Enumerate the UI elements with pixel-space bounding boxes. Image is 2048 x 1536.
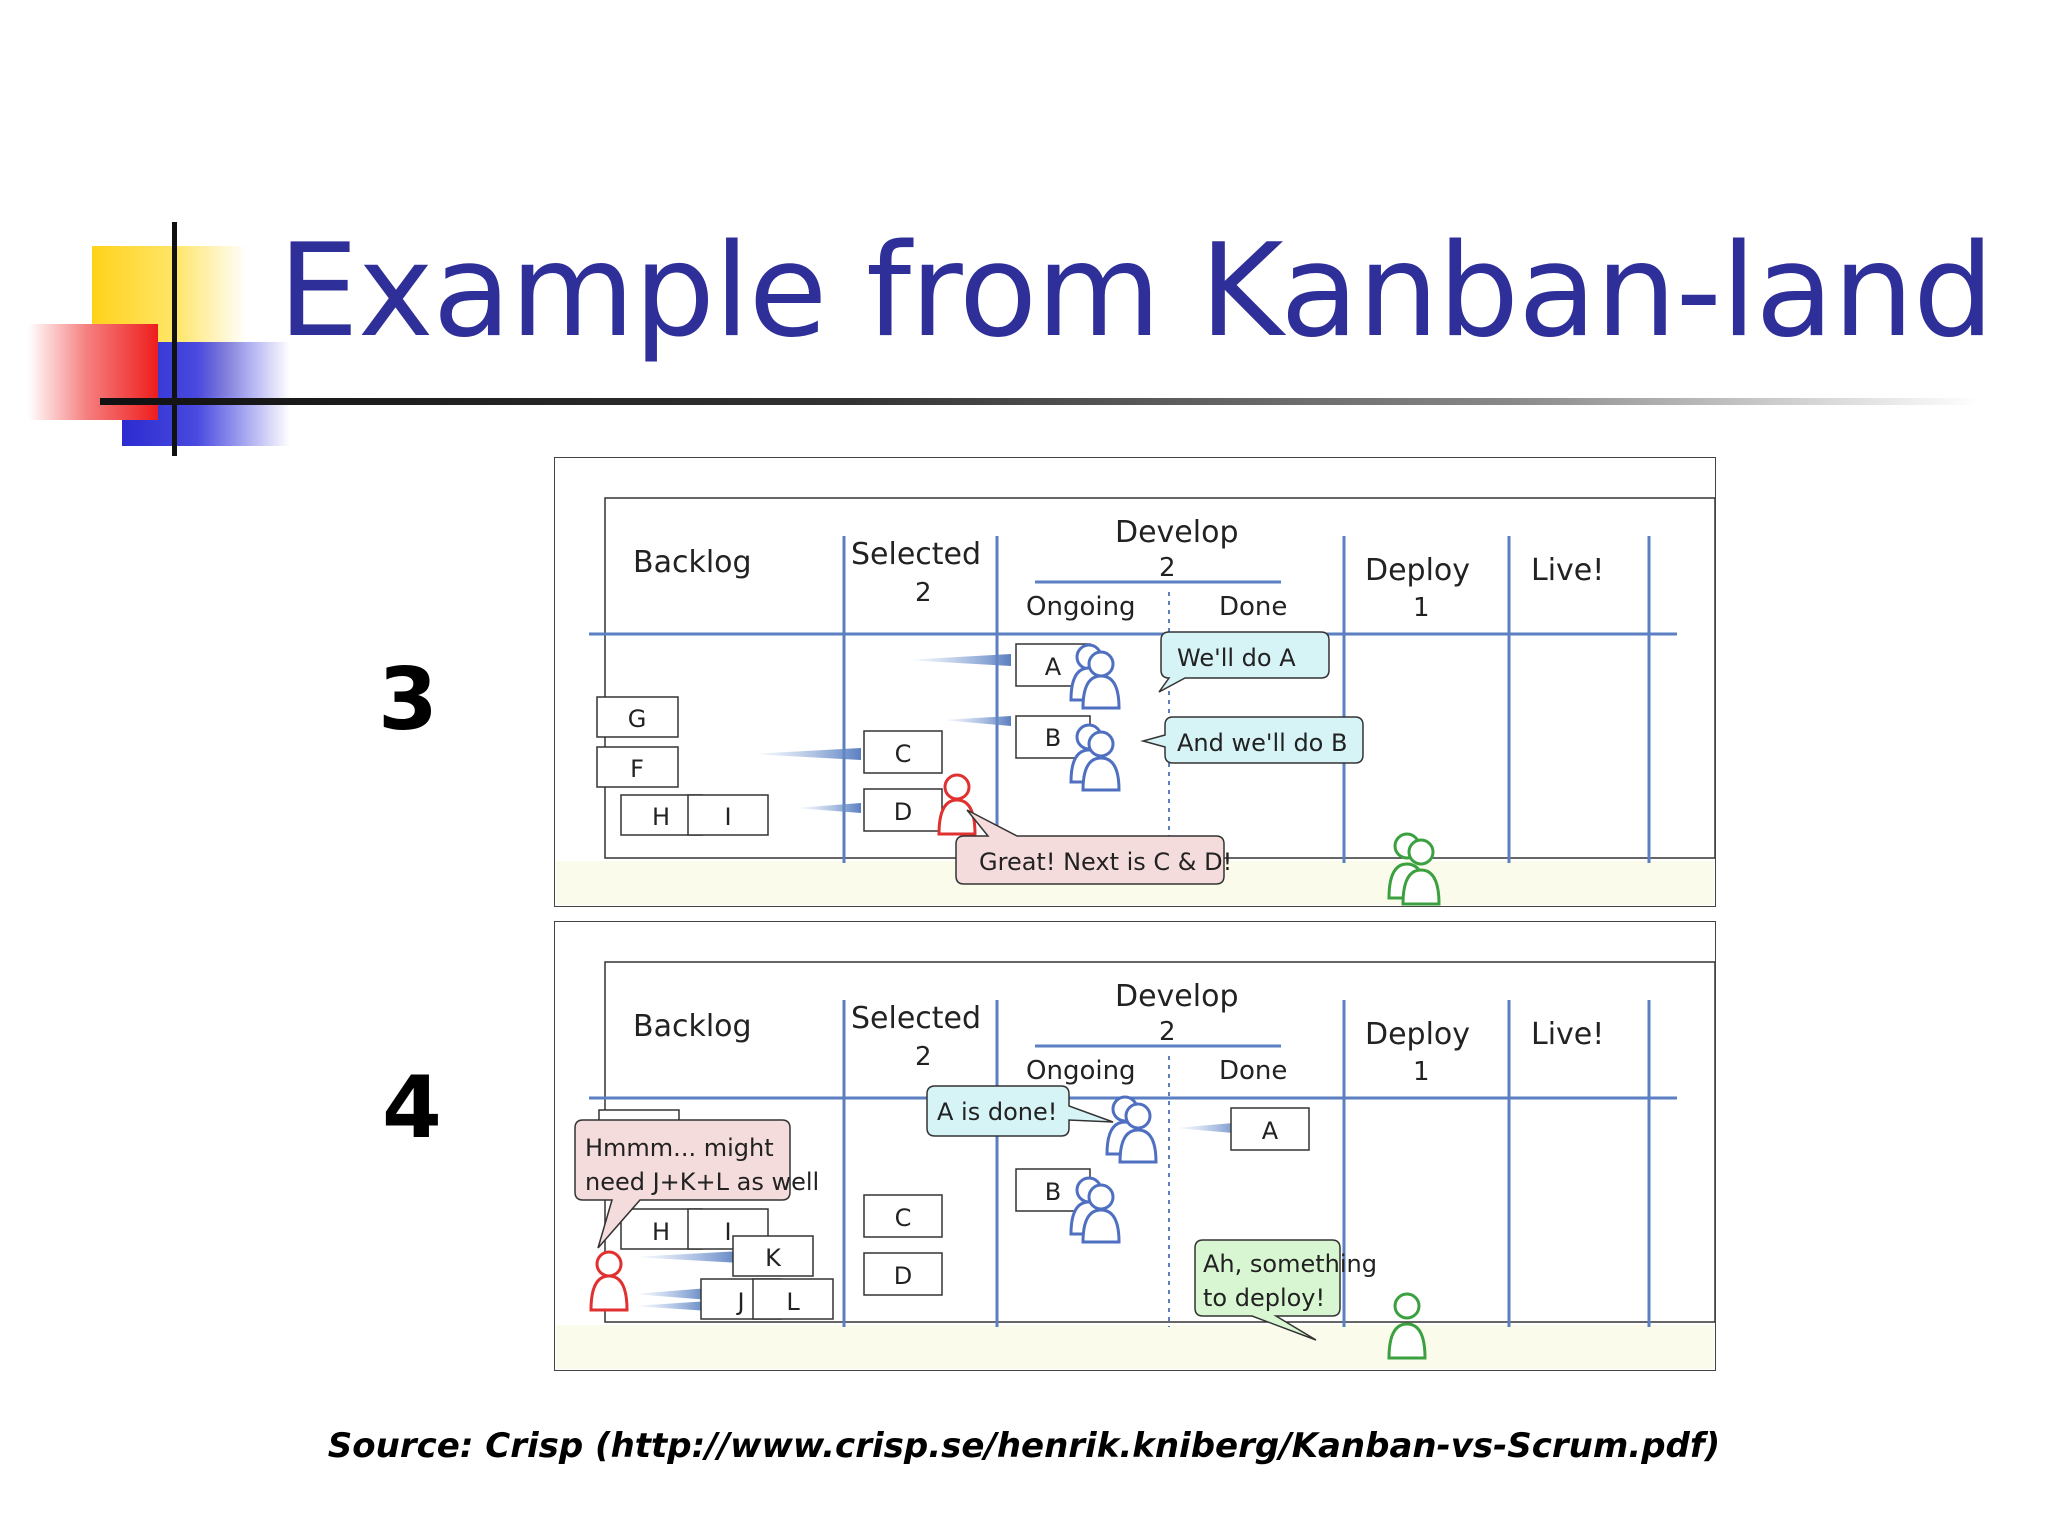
svg-text:B: B	[1045, 1178, 1061, 1206]
col-done: Done	[1219, 592, 1287, 622]
svg-text:Hmmm... might: Hmmm... might	[585, 1134, 774, 1162]
card-i: I	[687, 794, 769, 836]
card-d: D	[863, 1252, 943, 1296]
svg-text:to deploy!: to deploy!	[1203, 1284, 1325, 1312]
kanban-step-4-frame: Backlog Selected 2 Develop 2 Ongoing Don…	[554, 921, 1716, 1371]
col-live: Live!	[1531, 1017, 1604, 1052]
ops-person-icon	[1387, 1292, 1427, 1360]
col-selected-limit: 2	[915, 1042, 932, 1072]
svg-text:Great! Next is C & D!: Great! Next is C & D!	[979, 848, 1232, 876]
kanban-board-step-4: Backlog Selected 2 Develop 2 Ongoing Don…	[556, 961, 1715, 1369]
page-title: Example from Kanban-land	[278, 217, 1994, 366]
svg-text:I: I	[724, 1218, 731, 1246]
product-owner-icon	[589, 1250, 629, 1312]
svg-text:L: L	[786, 1288, 800, 1316]
svg-text:I: I	[724, 803, 731, 831]
col-develop: Develop	[1115, 979, 1239, 1014]
svg-text:D: D	[894, 1262, 912, 1290]
card-b: B	[1015, 715, 1091, 759]
team-b-people-icon	[1069, 1176, 1121, 1244]
card-g: G	[596, 696, 679, 738]
col-develop-limit: 2	[1159, 1017, 1176, 1047]
svg-text:A: A	[1045, 653, 1062, 681]
col-deploy-limit: 1	[1413, 1057, 1430, 1087]
svg-text:Ah, something: Ah, something	[1203, 1250, 1377, 1278]
svg-text:H: H	[652, 803, 670, 831]
col-selected: Selected	[851, 1001, 981, 1036]
col-done: Done	[1219, 1056, 1287, 1086]
product-owner-icon	[937, 773, 977, 836]
col-deploy: Deploy	[1365, 553, 1470, 588]
col-develop: Develop	[1115, 515, 1239, 550]
deco-red-square	[28, 324, 158, 420]
card-k: K	[732, 1235, 814, 1277]
col-backlog: Backlog	[633, 545, 752, 580]
col-selected-limit: 2	[915, 578, 932, 608]
svg-text:A is done!: A is done!	[937, 1098, 1057, 1126]
svg-text:C: C	[895, 1204, 912, 1232]
svg-text:A: A	[1262, 1117, 1279, 1145]
col-deploy-limit: 1	[1413, 593, 1430, 623]
svg-text:D: D	[894, 798, 912, 826]
kanban-board-step-3: Backlog Selected 2 Develop 2 Ongoing Don…	[556, 497, 1715, 906]
svg-text:B: B	[1045, 724, 1061, 752]
card-d: D	[863, 788, 943, 832]
svg-text:C: C	[895, 740, 912, 768]
step-number-3: 3	[378, 650, 438, 750]
step-number-4: 4	[382, 1058, 442, 1158]
board-outline	[604, 497, 1715, 859]
col-deploy: Deploy	[1365, 1017, 1470, 1052]
svg-text:We'll do A: We'll do A	[1177, 644, 1296, 672]
bubble-something-to-deploy: Ah, something to deploy!	[1194, 1239, 1377, 1341]
card-l: L	[752, 1278, 834, 1320]
title-underline	[100, 398, 1980, 405]
col-ongoing: Ongoing	[1026, 1056, 1136, 1086]
col-selected: Selected	[851, 537, 981, 572]
bubble-we-do-a: We'll do A	[1158, 631, 1330, 693]
team-a-people-icon	[1069, 643, 1121, 710]
team-b-people-icon	[1069, 723, 1121, 792]
team-a-people-icon	[1105, 1095, 1158, 1164]
svg-text:J: J	[735, 1288, 744, 1316]
col-live: Live!	[1531, 553, 1604, 588]
svg-text:And we'll do B: And we'll do B	[1177, 729, 1347, 757]
svg-text:K: K	[765, 1244, 782, 1272]
ops-people-icon	[1387, 832, 1441, 906]
card-c: C	[863, 1194, 943, 1238]
col-ongoing: Ongoing	[1026, 592, 1136, 622]
card-a: A	[1230, 1107, 1310, 1151]
svg-text:F: F	[630, 755, 644, 783]
kanban-step-3-frame: Backlog Selected 2 Develop 2 Ongoing Don…	[554, 457, 1716, 907]
svg-text:need J+K+L as well: need J+K+L as well	[585, 1168, 819, 1196]
card-f: F	[596, 746, 679, 788]
bubble-hmm-might-need-jkl: Hmmm... might need J+K+L as well	[574, 1119, 819, 1249]
bubble-we-do-b: And we'll do B	[1140, 716, 1364, 764]
bubble-a-done: A is done!	[926, 1085, 1114, 1137]
bubble-next-c-d: Great! Next is C & D!	[955, 809, 1232, 885]
col-develop-limit: 2	[1159, 553, 1176, 583]
svg-text:H: H	[652, 1218, 670, 1246]
svg-text:G: G	[628, 705, 647, 733]
col-backlog: Backlog	[633, 1009, 752, 1044]
deco-vertical-line	[172, 222, 177, 456]
source-citation: Source: Crisp (http://www.crisp.se/henri…	[327, 1426, 1721, 1466]
card-c: C	[863, 730, 943, 774]
